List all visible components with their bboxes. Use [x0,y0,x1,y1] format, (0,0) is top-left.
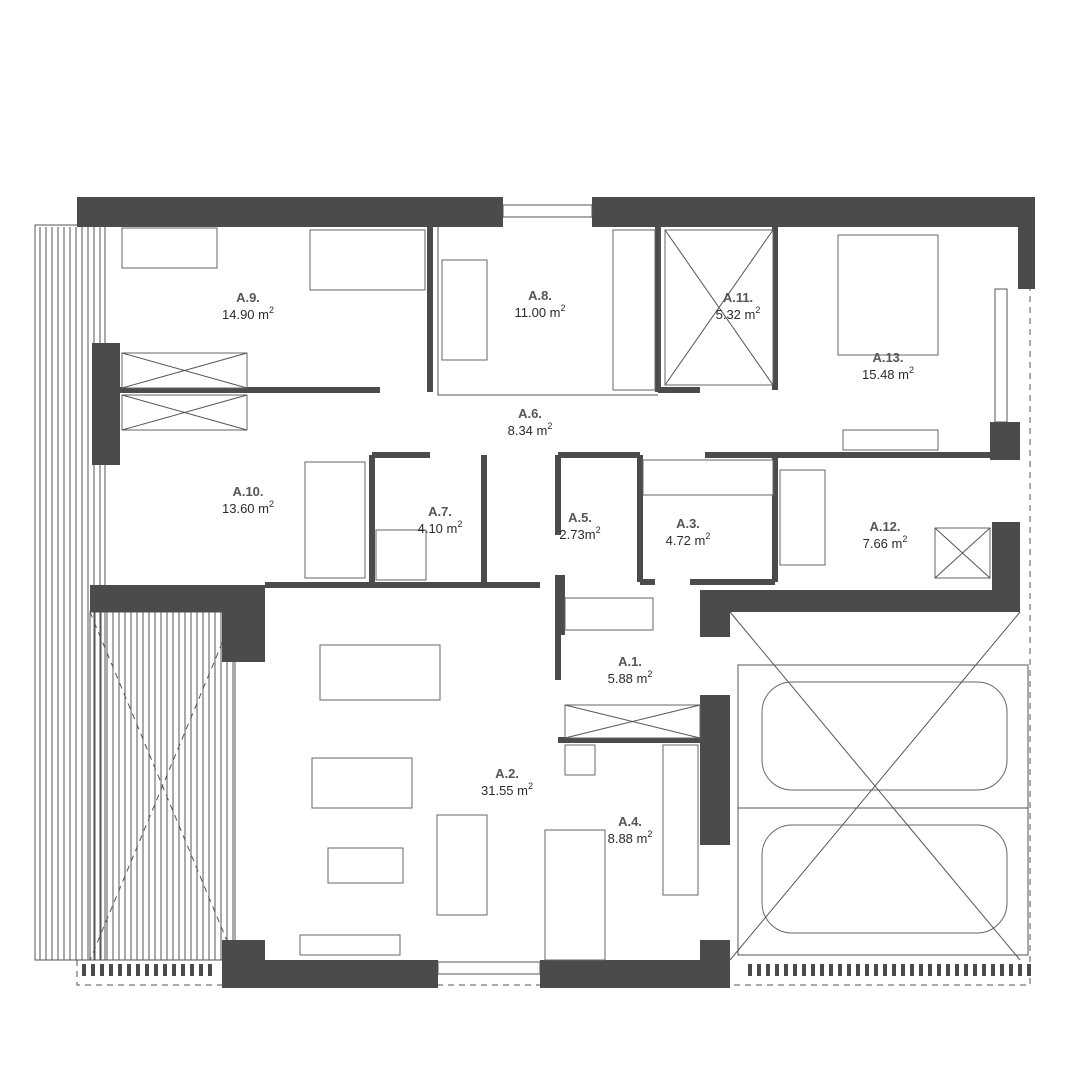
room-area-unit-sup: 2 [705,531,710,541]
room-area: 5.88 m2 [608,669,653,686]
room-area-unit-sup: 2 [909,365,914,375]
room-area-unit-sup: 2 [755,305,760,315]
room-area: 13.60 m2 [222,499,274,516]
room-code: A.12. [869,519,900,534]
room-area-value: 14.90 m [222,307,269,322]
garage [729,611,1029,961]
room-area: 8.34 m2 [508,421,553,438]
furniture [121,227,991,961]
room-area-unit-sup: 2 [561,303,566,313]
room-code: A.13. [872,350,903,365]
room-area: 5.32 m2 [716,305,761,322]
room-code: A.5. [568,510,592,525]
room-area-value: 8.34 m [508,423,548,438]
room-area-unit-sup: 2 [647,669,652,679]
site-boundary [76,227,1031,986]
room-area-unit-sup: 2 [269,499,274,509]
room-code: A.3. [676,516,700,531]
room-area-value: 11.00 m [514,305,560,320]
room-area-value: 15.48 m [862,367,909,382]
room-area: 2.73m2 [559,525,600,542]
car-1 [761,681,1008,791]
room-area: 7.66 m2 [863,534,908,551]
room-area: 14.90 m2 [222,305,274,322]
interior-walls [120,227,990,743]
room-area-value: 4.72 m [666,533,706,548]
room-code: A.8. [528,288,552,303]
facade-ticks [82,964,1031,976]
room-area: 4.72 m2 [666,531,711,548]
room-area: 15.48 m2 [862,365,914,382]
room-area-value: 4.10 m [418,521,458,536]
room-area-value: 5.88 m [608,671,648,686]
car-2 [761,824,1008,934]
room-code: A.2. [495,766,519,781]
room-area-unit-sup: 2 [596,525,601,535]
room-area-unit-sup: 2 [547,421,552,431]
room-area: 11.00 m2 [514,303,565,320]
room-code: A.4. [618,814,642,829]
room-area-unit-sup: 2 [647,829,652,839]
room-area-unit-sup: 2 [269,305,274,315]
room-area-unit-sup: 2 [528,781,533,791]
room-area-value: 8.88 m [608,831,648,846]
room-area-value: 2.73m [559,527,595,542]
room-code: A.10. [232,484,263,499]
room-area-value: 7.66 m [863,536,903,551]
room-code: A.6. [518,406,542,421]
room-code: A.11. [723,290,753,305]
room-area-value: 13.60 m [222,501,269,516]
room-area-value: 31.55 m [481,783,528,798]
room-code: A.1. [618,654,642,669]
room-code: A.7. [428,504,452,519]
room-area-value: 5.32 m [716,307,756,322]
room-area-unit-sup: 2 [902,534,907,544]
room-code: A.9. [236,290,260,305]
room-area: 8.88 m2 [608,829,653,846]
walls [77,197,1035,988]
room-area: 31.55 m2 [481,781,533,798]
room-area-unit-sup: 2 [457,519,462,529]
room-area: 4.10 m2 [418,519,463,536]
